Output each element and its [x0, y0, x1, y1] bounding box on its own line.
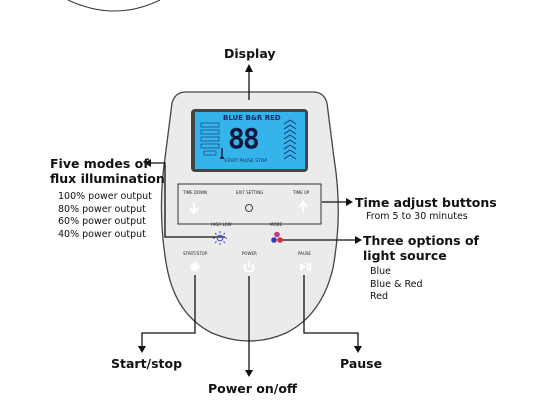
pause-device-label: PAUSE [298, 251, 311, 256]
lcd-left-bars [200, 122, 220, 156]
power-mode-item: 100% power output [58, 191, 152, 202]
play-pause-icon [300, 263, 312, 271]
exit-setting-label: EXIT SETTING [236, 190, 264, 195]
light-source-item: Blue [370, 266, 392, 277]
mode-label: MODE [270, 222, 283, 227]
lcd-chevron-icon [283, 119, 297, 160]
time-adjust-sub: From 5 to 30 minutes [366, 211, 468, 222]
time-up-label: TIME UP [293, 190, 310, 195]
light-source-list: Blue Blue & Red Red [370, 266, 423, 304]
power-icon [243, 261, 255, 273]
light-source-item: Red [370, 291, 389, 302]
time-down-label: TIME DOWN [183, 190, 208, 195]
light-source-item: Blue & Red [370, 278, 423, 290]
five-modes-label-1: Five modes of [50, 156, 149, 171]
lcd-status: START PAUSE STOP [224, 159, 268, 164]
lcd-timer-icon [220, 148, 224, 159]
mode-dots-icon [271, 231, 283, 243]
arrow-up-icon [298, 200, 308, 212]
power-mode-item: 80% power output [58, 203, 146, 215]
power-device-label: POWER [242, 251, 257, 256]
exit-ring-icon [245, 204, 253, 212]
start-stop-device-label: START/STOP [183, 251, 208, 256]
five-modes-label-2: flux illumination [50, 171, 165, 186]
pause-label: Pause [340, 356, 383, 371]
time-adjust-box [177, 183, 322, 225]
partial-circle-arc [67, 0, 161, 12]
start-stop-label: Start/stop [111, 356, 183, 371]
lcd-light-modes: BLUE B&R RED [223, 114, 281, 122]
power-modes-list: 100% power output 80% power output 60% p… [58, 191, 152, 241]
lcd-screen [195, 112, 305, 169]
sun-icon [213, 231, 227, 245]
display-label: Display [224, 46, 276, 61]
time-adjust-label: Time adjust buttons [355, 195, 497, 210]
three-options-label-1: Three options of [363, 233, 479, 248]
power-label: Power on/off [208, 381, 298, 396]
lcd-digits: 88 [228, 122, 260, 155]
arrow-down-icon [189, 203, 199, 215]
start-star-icon [190, 262, 200, 272]
high-low-label: HIGH LOW [211, 222, 232, 227]
power-mode-item: 60% power output [58, 216, 146, 227]
power-mode-item: 40% power output [58, 228, 146, 240]
three-options-label-2: light source [363, 248, 447, 263]
